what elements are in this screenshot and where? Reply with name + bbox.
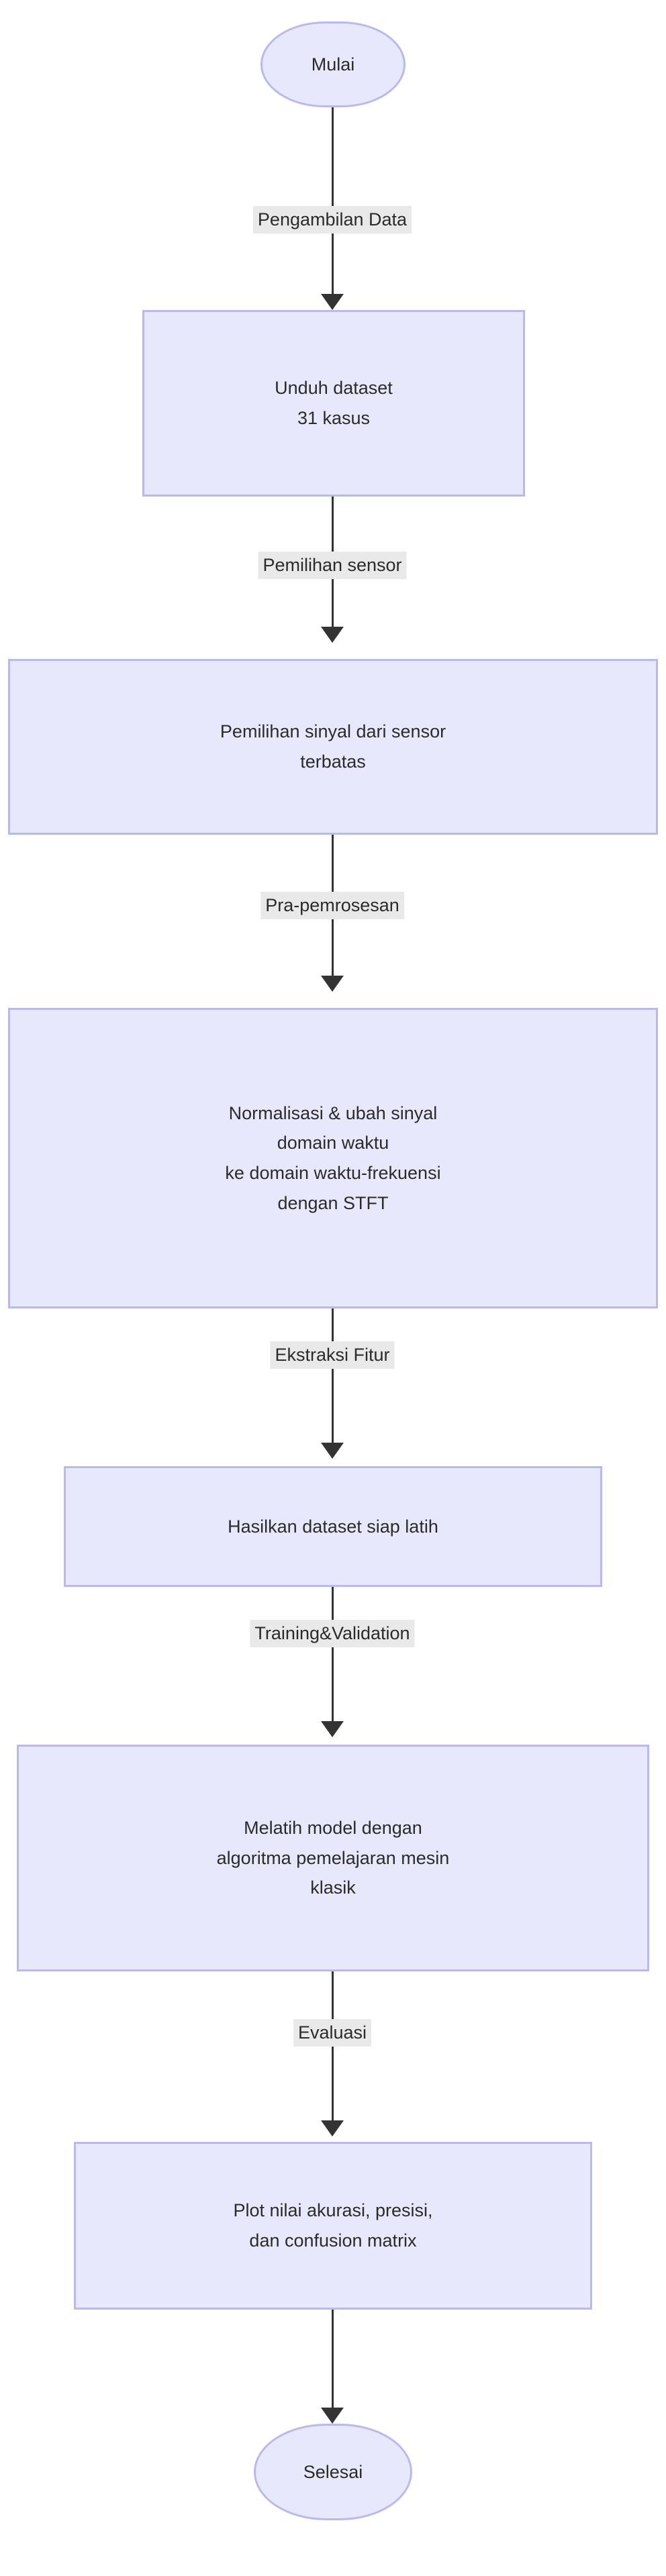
- arrow-head-melatih: [321, 1721, 344, 1737]
- arrow-head-normalisasi: [321, 976, 344, 992]
- edge-label-evaluasi: Evaluasi: [293, 2019, 372, 2047]
- edge-label-ekstraksi-fitur: Ekstraksi Fitur: [270, 1341, 395, 1370]
- arrow-head-selesai: [321, 2408, 344, 2424]
- arrow-head-unduh: [321, 294, 344, 310]
- node-plot-evaluasi-label: Plot nilai akurasi, presisi, dan confusi…: [233, 2200, 433, 2251]
- arrow-head-dataset: [321, 1443, 344, 1459]
- node-plot-evaluasi[interactable]: Plot nilai akurasi, presisi, dan confusi…: [74, 2142, 592, 2310]
- node-mulai[interactable]: Mulai: [260, 21, 406, 107]
- node-selesai-label: Selesai: [303, 2461, 363, 2482]
- edge-label-pra-pemrosesan: Pra-pemrosesan: [260, 892, 404, 920]
- edge-label-pengambilan-data: Pengambilan Data: [252, 206, 412, 234]
- node-unduh-dataset[interactable]: Unduh dataset 31 kasus: [142, 310, 525, 497]
- node-dataset-siap-latih[interactable]: Hasilkan dataset siap latih: [64, 1466, 602, 1587]
- arrow-head-pemilihan: [321, 627, 344, 643]
- node-melatih-model[interactable]: Melatih model dengan algoritma pemelajar…: [17, 1745, 649, 1971]
- node-normalisasi-stft-label: Normalisasi & ubah sinyal domain waktu k…: [225, 1102, 441, 1213]
- edge-label-pemilihan-sensor: Pemilihan sensor: [258, 552, 407, 580]
- edge-line-normalisasi-to-dataset: [332, 1308, 334, 1443]
- edge-label-training-validation: Training&Validation: [250, 1620, 415, 1648]
- node-melatih-model-label: Melatih model dengan algoritma pemelajar…: [216, 1818, 450, 1898]
- node-dataset-siap-latih-label: Hasilkan dataset siap latih: [228, 1516, 438, 1537]
- node-normalisasi-stft[interactable]: Normalisasi & ubah sinyal domain waktu k…: [8, 1008, 658, 1308]
- node-mulai-label: Mulai: [311, 54, 355, 74]
- edge-line-dataset-to-melatih: [332, 1587, 334, 1721]
- node-pemilihan-sinyal[interactable]: Pemilihan sinyal dari sensor terbatas: [8, 659, 658, 835]
- edge-line-plot-to-selesai: [332, 2310, 334, 2408]
- edge-line-mulai-to-unduh: [332, 107, 334, 294]
- node-selesai[interactable]: Selesai: [254, 2424, 412, 2520]
- node-unduh-dataset-label: Unduh dataset 31 kasus: [275, 378, 393, 428]
- arrow-head-plot: [321, 2120, 344, 2136]
- node-pemilihan-sinyal-label: Pemilihan sinyal dari sensor terbatas: [220, 721, 446, 772]
